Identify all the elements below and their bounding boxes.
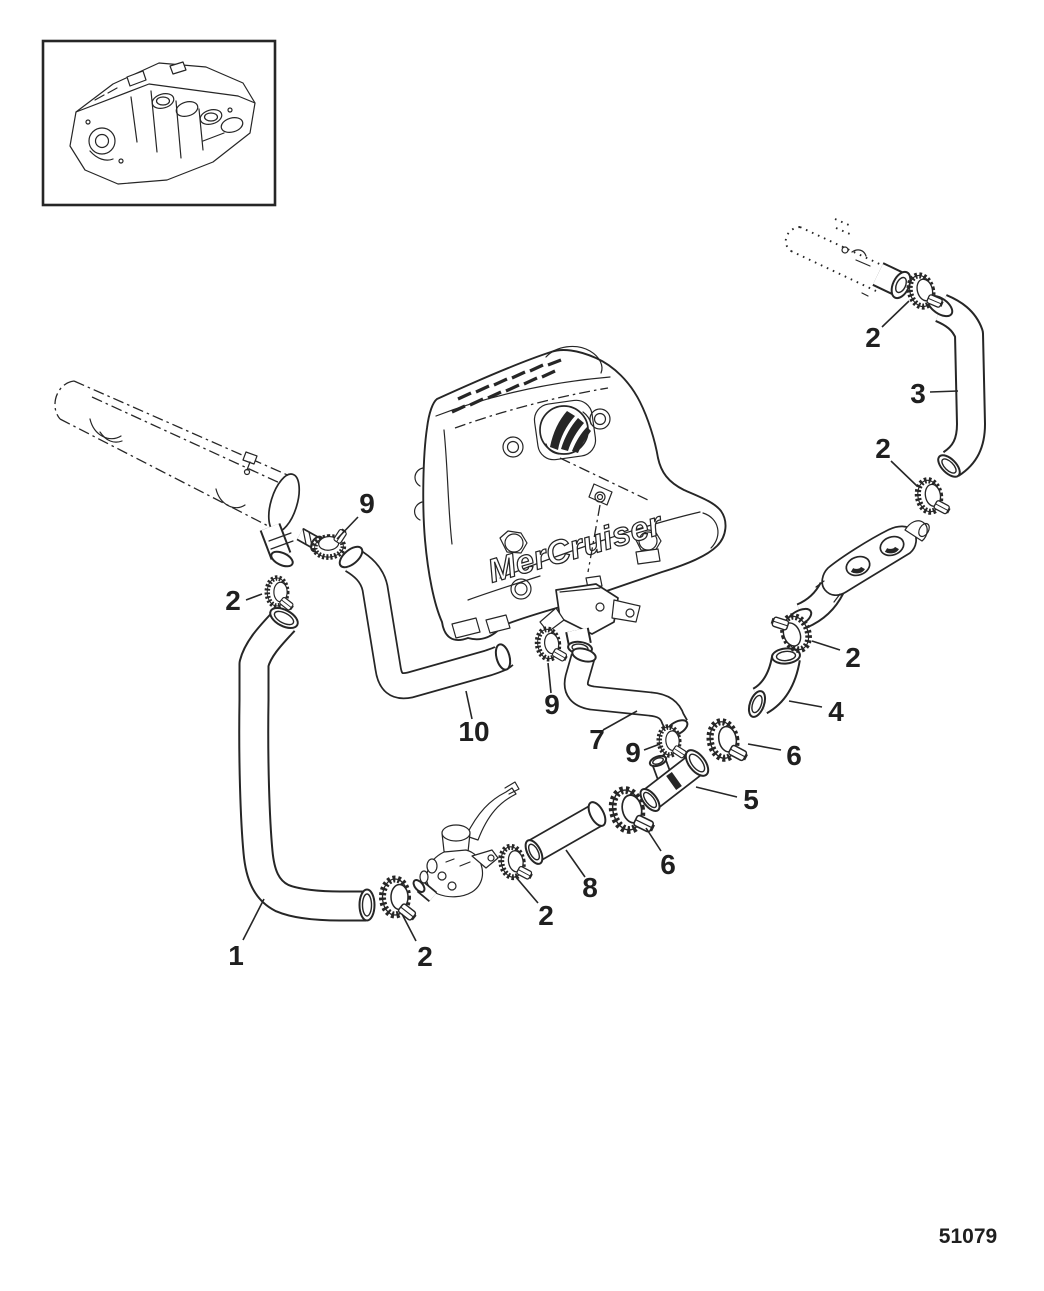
callout-1: 1: [228, 940, 244, 971]
callout-5: 5: [743, 784, 759, 815]
heat-exchanger-end-cap: [267, 473, 301, 533]
exhaust-elbow: [785, 520, 930, 629]
callout-6-lower: 6: [660, 849, 676, 880]
callout-2-heat-exchanger: 2: [225, 585, 241, 616]
distribution-housing: [539, 575, 641, 656]
clamp-2-hose-3-lower: [915, 477, 952, 519]
drawing-number: 51079: [939, 1225, 997, 1248]
cover-hatching: [451, 358, 562, 414]
callout-2-upper-fitting: 2: [865, 322, 881, 353]
engine-block-inset: [41, 39, 277, 207]
hose-1: [238, 607, 376, 922]
inset-border: [41, 39, 277, 207]
callout-2-exhaust-elbow: 2: [845, 642, 861, 673]
hose-7: [563, 647, 689, 737]
heat-exchanger: [54, 380, 324, 568]
hose-10: [338, 545, 514, 700]
callout-7: 7: [589, 724, 605, 755]
clamp-2-heat-exchanger: [267, 578, 294, 611]
callout-6-upper: 6: [786, 740, 802, 771]
clamp-9-manifold-fitting: [536, 627, 569, 665]
callout-2-thermostat-left: 2: [417, 941, 433, 972]
callout-8: 8: [582, 872, 598, 903]
drain-petcock: [242, 451, 258, 465]
outlet-stub-opening: [270, 550, 294, 568]
hose-3: [926, 294, 986, 478]
upper-cooler-fitting: [784, 218, 912, 300]
clamp-6-upper: [707, 718, 749, 767]
clamp-2-thermostat-left: [383, 879, 418, 921]
thermostat-housing: [412, 781, 520, 902]
callout-3: 3: [910, 378, 926, 409]
tee-marking: [666, 771, 682, 791]
callout-9-manifold: 9: [544, 689, 560, 720]
callout-2-thermostat-right: 2: [538, 900, 554, 931]
callout-9-heat-exchanger: 9: [359, 488, 375, 519]
hose-8: [524, 801, 607, 865]
tee-fitting: [639, 749, 710, 812]
callout-9-hose-7: 9: [625, 737, 641, 768]
hose-4: [747, 647, 801, 718]
callout-4: 4: [828, 696, 844, 727]
callout-10: 10: [458, 716, 489, 747]
exhaust-manifold: MerCruiser: [414, 345, 727, 641]
callouts: 1 2 2 2 2 2 2 3 4 5 6 6 7 8 9 9 9: [225, 300, 959, 972]
callout-2-hose-3-lower: 2: [875, 433, 891, 464]
